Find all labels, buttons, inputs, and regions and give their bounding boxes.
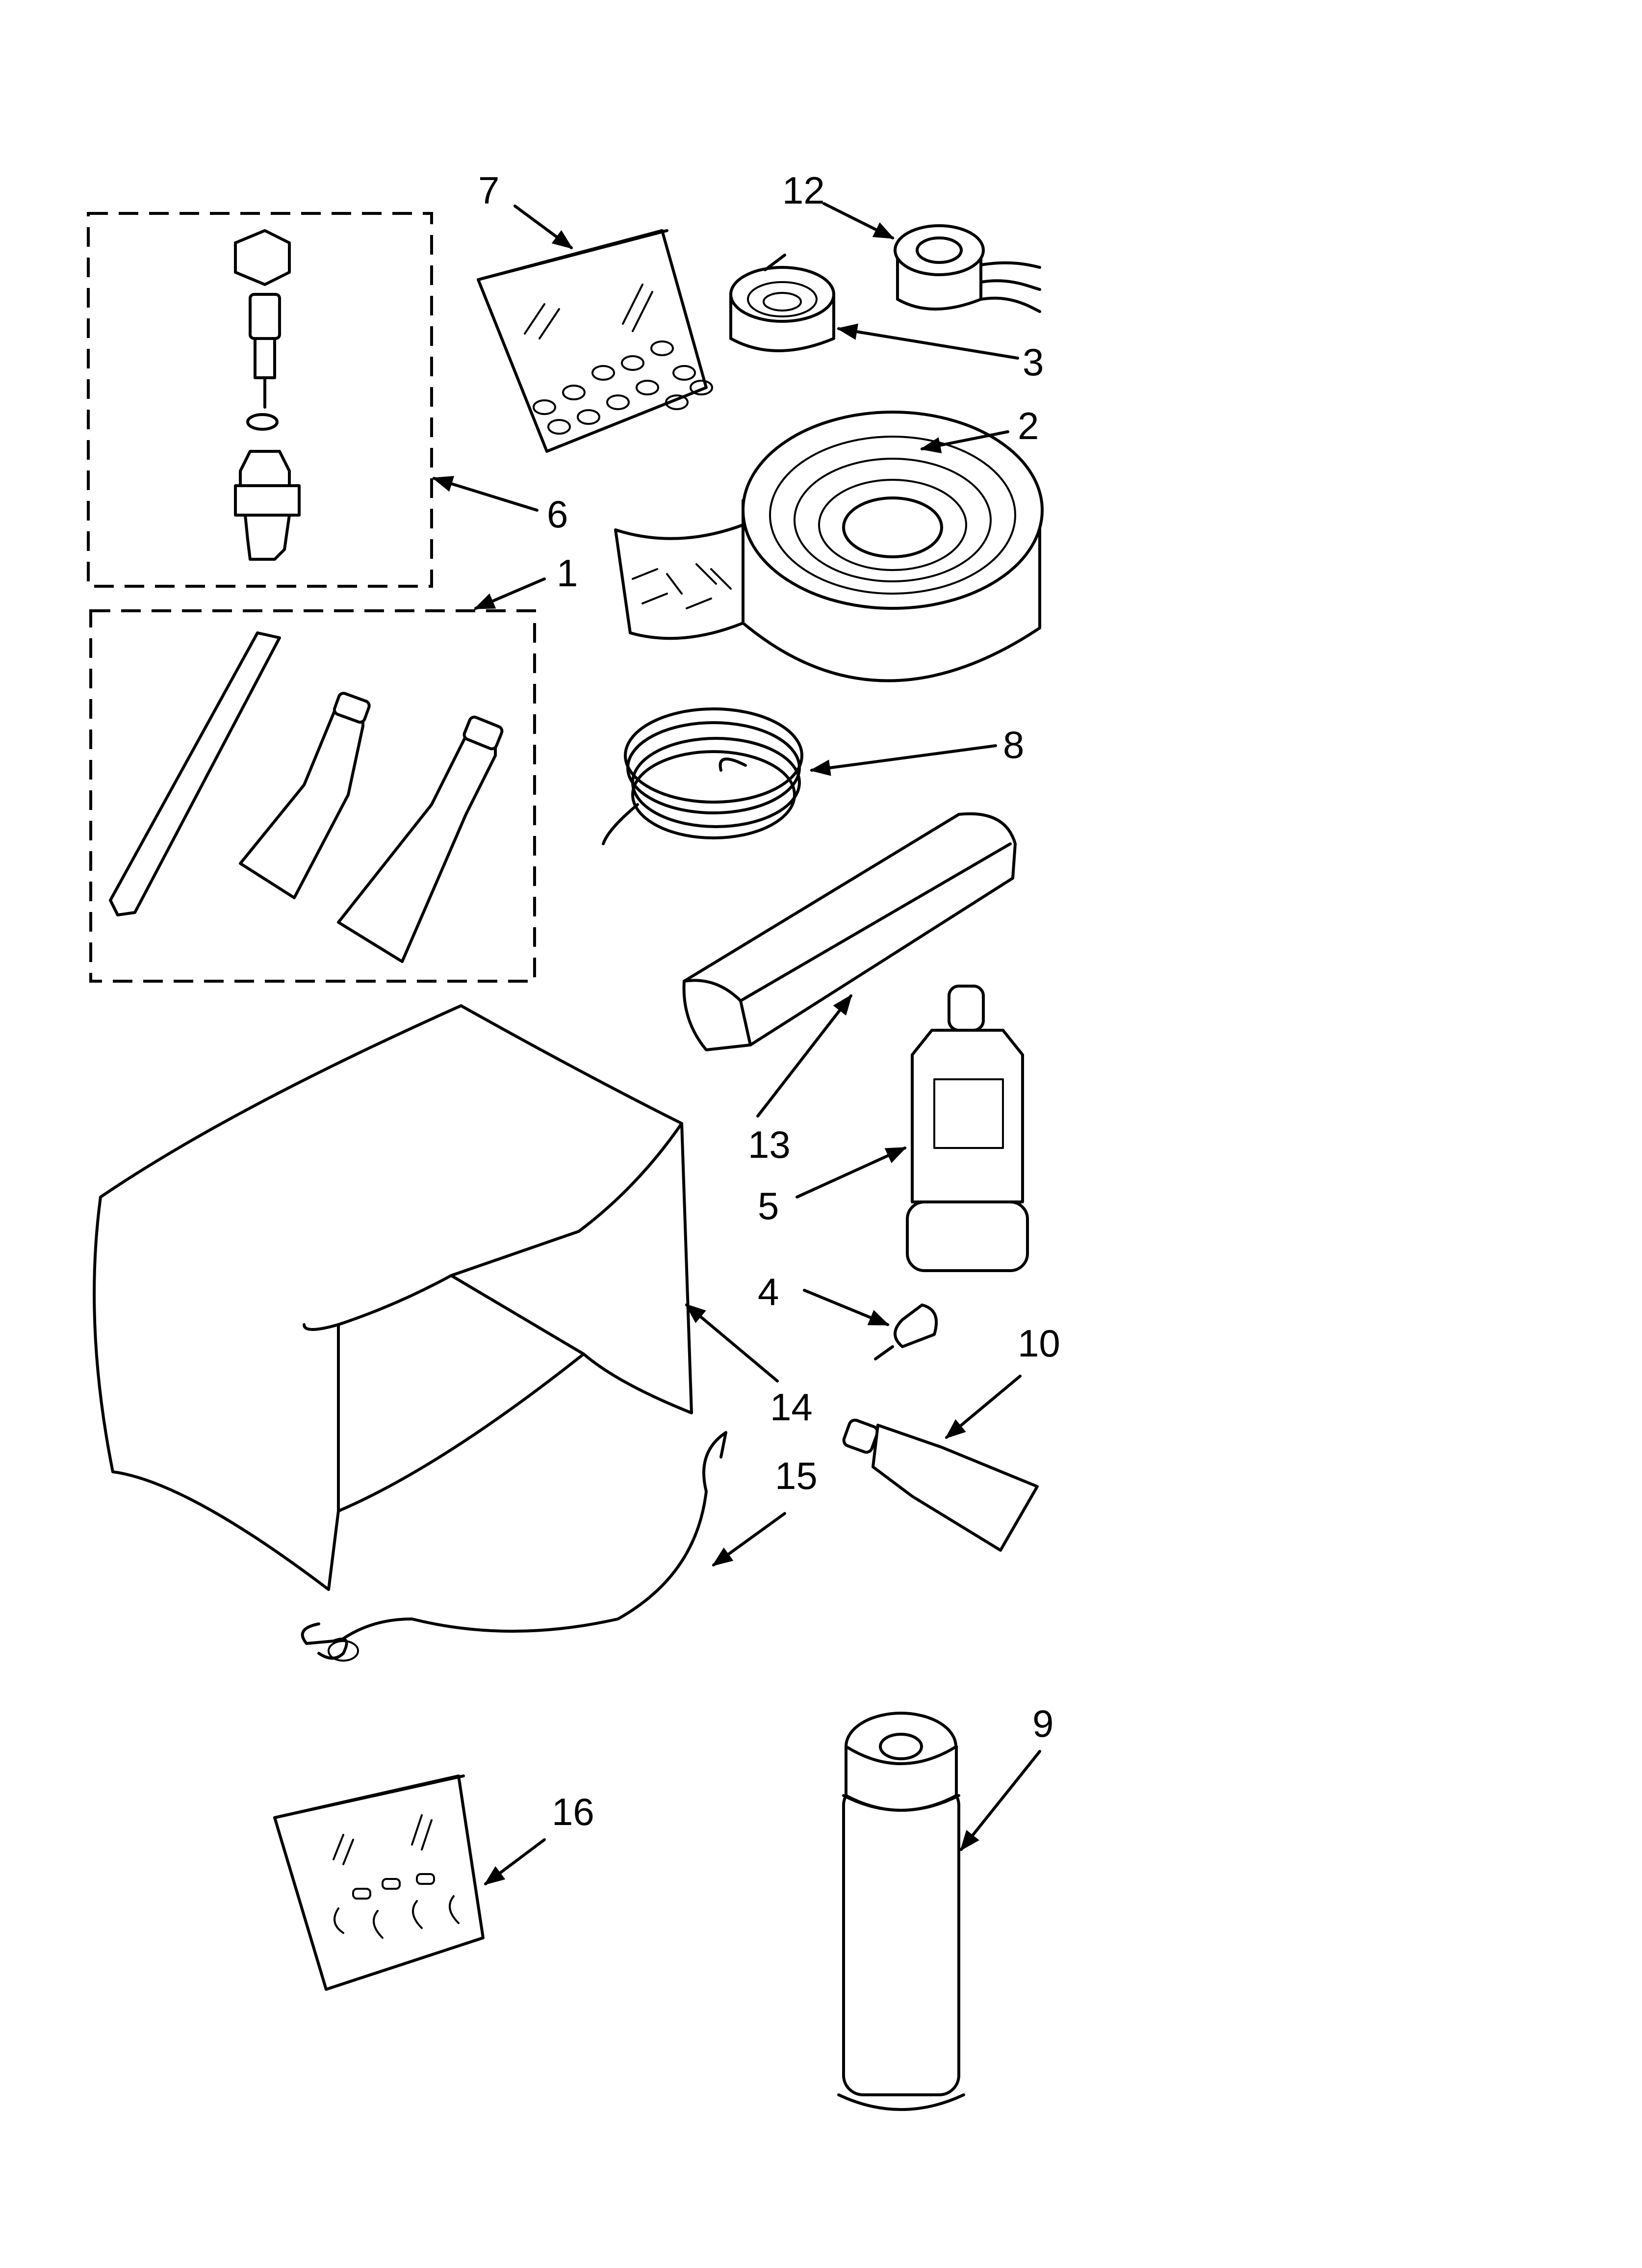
leader-lines bbox=[432, 202, 1041, 1885]
tape-roll-small-part bbox=[894, 224, 1041, 313]
valve-cap-part bbox=[874, 1303, 938, 1360]
callout-4: 4 bbox=[758, 1270, 779, 1313]
callout-7: 7 bbox=[478, 169, 499, 212]
callout-13: 13 bbox=[748, 1123, 791, 1166]
callout-12: 12 bbox=[782, 169, 825, 212]
callout-15: 15 bbox=[775, 1454, 818, 1497]
callout-10: 10 bbox=[1018, 1322, 1060, 1365]
bungee-cord-part bbox=[301, 1431, 727, 1662]
valve-assembly-part bbox=[87, 212, 433, 588]
callout-14: 14 bbox=[770, 1385, 813, 1429]
cover-part bbox=[93, 1004, 693, 1591]
callout-1: 1 bbox=[557, 551, 578, 595]
sealing-block-part bbox=[682, 812, 1017, 1051]
callout-9: 9 bbox=[1032, 1702, 1053, 1745]
wire-coil-part bbox=[602, 707, 803, 845]
callout-3: 3 bbox=[1023, 340, 1044, 384]
sealant-kit-part bbox=[89, 609, 536, 983]
hardware-bag-part bbox=[273, 1774, 485, 1991]
callout-labels: 7 12 3 2 6 1 8 13 5 4 10 14 15 9 16 bbox=[478, 169, 1060, 1833]
lubricant-tube-part bbox=[842, 1418, 1039, 1552]
callout-2: 2 bbox=[1018, 404, 1039, 447]
foam-tape-roll-part bbox=[729, 254, 835, 352]
bottle-part bbox=[906, 985, 1029, 1272]
callout-6: 6 bbox=[547, 493, 568, 536]
callout-16: 16 bbox=[552, 1790, 594, 1833]
callout-5: 5 bbox=[758, 1184, 779, 1227]
spray-can-part bbox=[837, 1712, 965, 2111]
callout-8: 8 bbox=[1003, 723, 1024, 766]
screw-bag-part bbox=[477, 229, 713, 453]
insulation-roll-part bbox=[614, 411, 1044, 682]
